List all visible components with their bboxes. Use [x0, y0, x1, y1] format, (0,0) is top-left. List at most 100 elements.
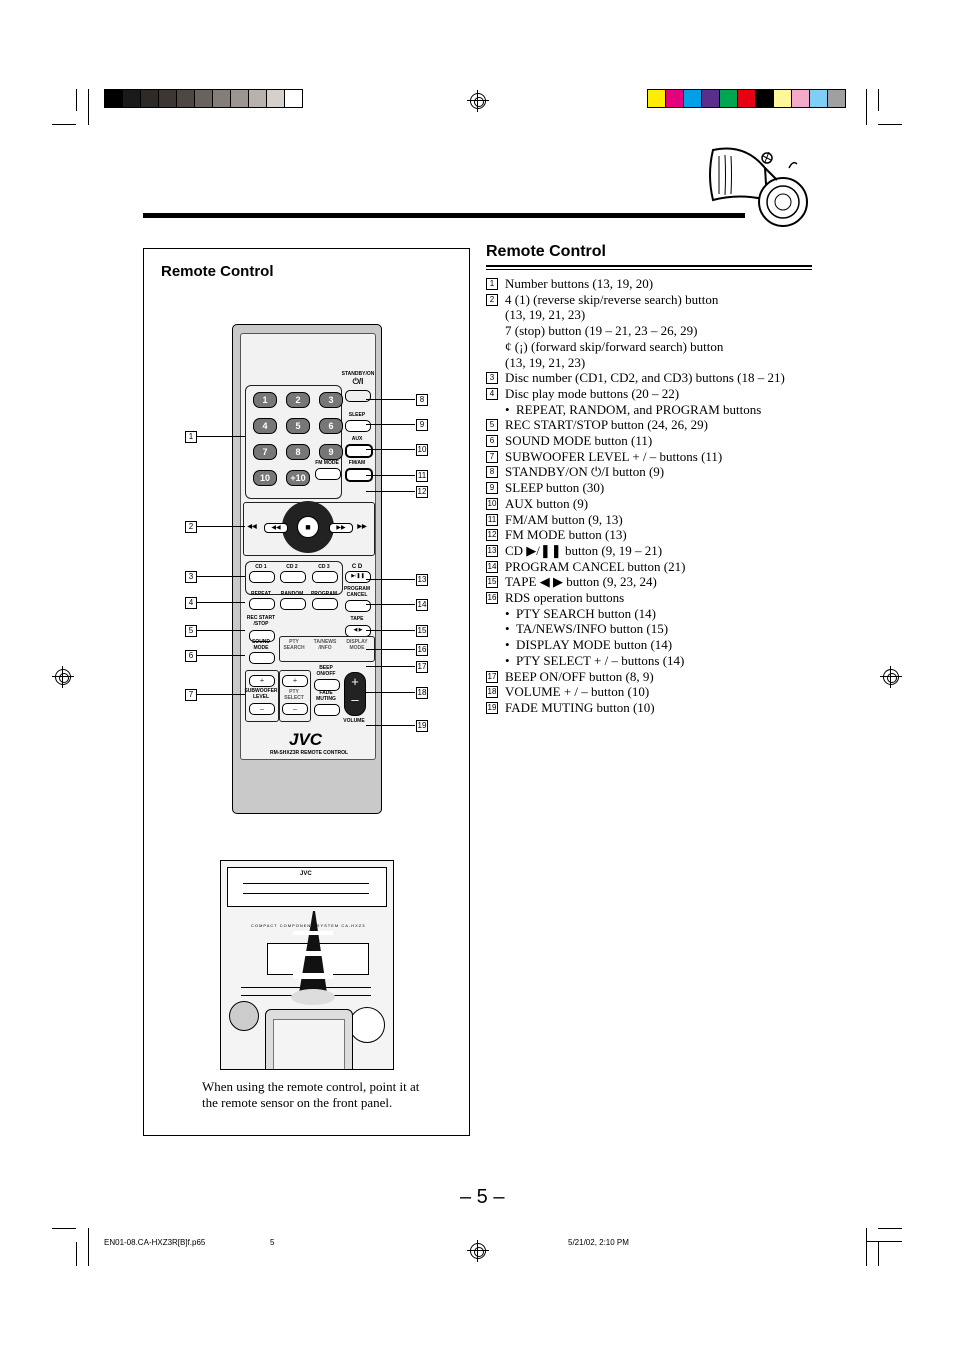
item-bullet: DISPLAY MODE button (14) [486, 637, 816, 653]
cd-play-pause-button[interactable]: ▶/❚❚ [345, 571, 371, 583]
crop-mark [52, 1228, 76, 1229]
reverse-skip-button[interactable]: ◀◀ [264, 523, 288, 533]
stereo-brand: JVC [300, 871, 312, 877]
number-key-4[interactable]: 4 [253, 418, 277, 434]
random-label: RANDOM [280, 591, 304, 597]
random-button[interactable] [280, 598, 306, 610]
subwoofer-down-button[interactable]: – [249, 703, 275, 715]
crop-mark [88, 1228, 89, 1266]
item-number-badge: 7 [486, 450, 498, 463]
color-swatch [285, 90, 302, 107]
fm-mode-button[interactable] [315, 468, 341, 480]
item-text: FADE MUTING button (10) [505, 699, 655, 715]
cd3-button[interactable] [312, 571, 338, 583]
item-number-badge: 2 [486, 293, 498, 306]
color-swatch [720, 90, 738, 107]
number-key-2[interactable]: 2 [286, 392, 310, 408]
registration-mark-icon [467, 1240, 489, 1262]
stereo-system-illustration: JVC COMPACT COMPONENT SYSTEM CA-HXZ3 [220, 860, 394, 1070]
item-number-badge: 18 [486, 686, 498, 699]
sleep-button[interactable] [345, 420, 371, 432]
color-swatch [774, 90, 792, 107]
item-text: REC START/STOP button (24, 26, 29) [505, 417, 708, 433]
item-bullet: REPEAT, RANDOM, and PROGRAM buttons [486, 402, 816, 418]
list-item: 18 VOLUME + / – button (10) [486, 684, 816, 700]
number-key-8[interactable]: 8 [286, 444, 310, 460]
number-key-10[interactable]: 10 [253, 470, 277, 486]
callout-19: 19 [416, 720, 428, 732]
color-swatch [666, 90, 684, 107]
color-swatch [195, 90, 213, 107]
cd1-label: CD 1 [255, 564, 267, 570]
item-text: SLEEP button (30) [505, 480, 605, 496]
forward-skip-button[interactable]: ▶▶ [329, 523, 353, 533]
cd2-button[interactable] [280, 571, 306, 583]
footer-page: 5 [270, 1238, 275, 1247]
repeat-button[interactable] [249, 598, 275, 610]
program-cancel-button[interactable] [345, 600, 371, 612]
callout-leader [366, 449, 415, 450]
subwoofer-up-button[interactable]: + [249, 675, 275, 687]
item-text: Number buttons (13, 19, 20) [505, 276, 654, 291]
callout-18: 18 [416, 687, 428, 699]
aux-button[interactable] [345, 444, 373, 458]
callout-leader [366, 579, 415, 580]
standby-button[interactable] [345, 390, 371, 402]
number-key-1[interactable]: 1 [253, 392, 277, 408]
cd-label: C D [351, 564, 363, 570]
fade-muting-button[interactable] [314, 704, 340, 716]
color-swatch [792, 90, 810, 107]
number-key-7[interactable]: 7 [253, 444, 277, 460]
cd1-button[interactable] [249, 571, 275, 583]
stereo-tray-line [243, 883, 369, 884]
number-key-plus10[interactable]: +10 [286, 470, 310, 486]
gray-registration-bar [104, 89, 303, 108]
color-swatch [828, 90, 845, 107]
item-text: ¢ (¡) (forward skip/forward search) butt… [505, 338, 724, 354]
stop-button[interactable]: ■ [297, 516, 319, 538]
list-title: Remote Control [486, 243, 606, 260]
callout-leader [366, 725, 415, 726]
crop-mark [866, 1241, 902, 1242]
pty-select-down-button[interactable]: – [282, 703, 308, 715]
display-mode-label: DISPLAY MODE [346, 639, 368, 651]
program-button[interactable] [312, 598, 338, 610]
number-key-3[interactable]: 3 [319, 392, 343, 408]
sound-mode-button[interactable] [249, 652, 275, 664]
item-number-badge: 12 [486, 529, 498, 542]
list-title-rule [486, 265, 812, 267]
callout-2: 2 [185, 521, 197, 533]
number-key-9[interactable]: 9 [319, 444, 343, 460]
beep-on-off-button[interactable] [314, 679, 340, 691]
callout-15: 15 [416, 625, 428, 637]
callout-leader [197, 655, 245, 656]
list-item: 1 Number buttons (13, 19, 20) [486, 276, 816, 292]
color-swatch [105, 90, 123, 107]
callout-9: 9 [416, 419, 428, 431]
number-key-5[interactable]: 5 [286, 418, 310, 434]
item-text: VOLUME + / – button (10) [505, 684, 650, 700]
fm-am-label: FM/AM [348, 460, 366, 466]
callout-leader [366, 491, 415, 492]
callout-leader [366, 399, 415, 400]
crop-mark [76, 89, 77, 111]
number-key-6[interactable]: 6 [319, 418, 343, 434]
volume-rocker[interactable]: +– [344, 672, 366, 716]
callout-16: 16 [416, 644, 428, 656]
callout-leader [366, 424, 415, 425]
color-swatch [267, 90, 285, 107]
pty-select-up-button[interactable]: + [282, 675, 308, 687]
rec-start-stop-label: REC START /STOP [246, 615, 276, 627]
item-number-badge: 4 [486, 387, 498, 400]
item-number-badge: 1 [486, 278, 498, 290]
rec-start-stop-button[interactable] [249, 630, 275, 642]
callout-leader [197, 630, 245, 631]
fm-mode-label: FM MODE [315, 460, 339, 466]
